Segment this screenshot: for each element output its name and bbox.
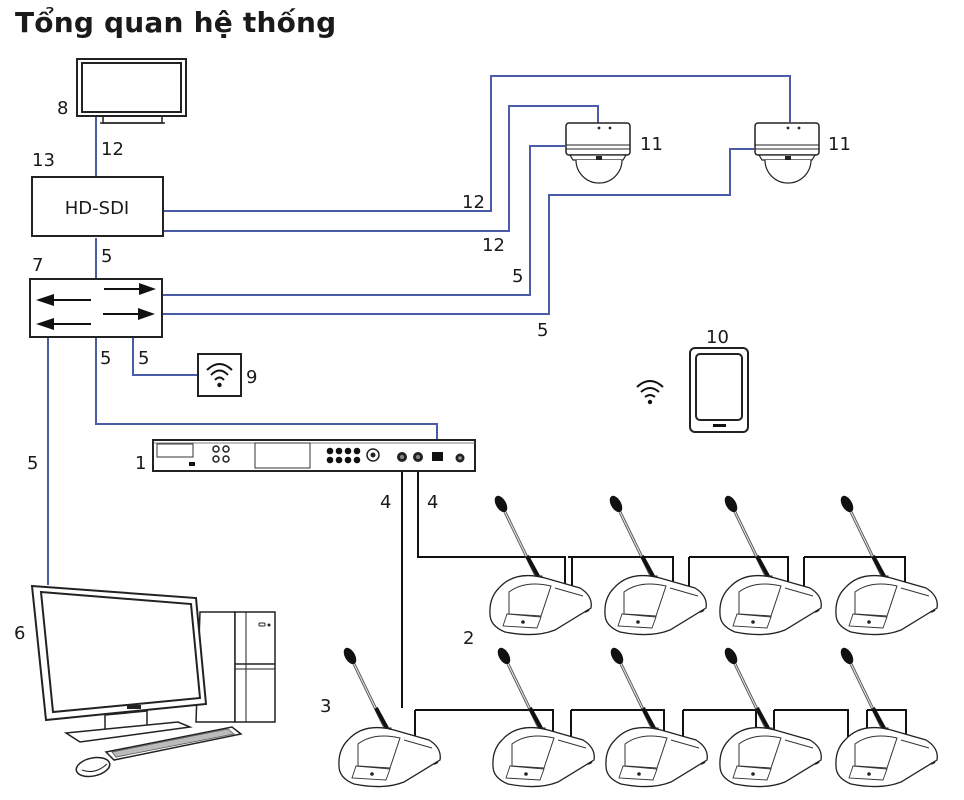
delegate-unit-icon bbox=[717, 643, 824, 789]
delegate-unit-icon bbox=[487, 491, 594, 637]
label-cable-switch-ccu: 5 bbox=[100, 348, 111, 369]
dome-camera-left-icon bbox=[565, 122, 631, 184]
tablet-icon bbox=[689, 347, 749, 433]
display-monitor-icon bbox=[76, 58, 187, 124]
chairman-unit-icon bbox=[336, 643, 443, 789]
wifi-access-point-icon bbox=[197, 353, 242, 397]
chain-bottom-1 bbox=[414, 709, 554, 740]
label-delegate-number: 2 bbox=[463, 628, 474, 649]
cable-switch-camera-right bbox=[162, 148, 754, 315]
label-camera-left-number: 11 bbox=[640, 134, 663, 155]
ip-cables bbox=[47, 75, 791, 585]
delegate-unit-icon bbox=[602, 491, 709, 637]
label-cable-switch-camera-left: 5 bbox=[512, 266, 523, 287]
cable-hdsdi-camera-left bbox=[163, 105, 599, 232]
label-cable-ccu-delegates: 4 bbox=[427, 492, 438, 513]
label-computer-number: 6 bbox=[14, 623, 25, 644]
delegate-unit-icon bbox=[603, 643, 710, 789]
label-cable-switch-wap: 5 bbox=[138, 348, 149, 369]
label-display-number: 8 bbox=[57, 98, 68, 119]
delegate-unit-icon bbox=[833, 643, 940, 789]
delegate-unit-icon bbox=[833, 491, 940, 637]
hdsdi-label: HD-SDI bbox=[65, 198, 130, 219]
delegate-unit-icon bbox=[490, 643, 597, 789]
label-cable-hdsdi-camera-right: 12 bbox=[462, 192, 485, 213]
chain-top-1 bbox=[568, 556, 674, 590]
chain-top-2 bbox=[688, 556, 789, 590]
cable-hdsdi-camera-right bbox=[163, 75, 791, 212]
hdsdi-switcher-box bbox=[31, 176, 164, 237]
cable-switch-wap bbox=[132, 337, 198, 376]
delegate-unit-icon bbox=[717, 491, 824, 637]
label-camera-right-number: 11 bbox=[828, 134, 851, 155]
label-cable-ccu-chairman: 4 bbox=[380, 492, 391, 513]
desktop-computer-icon bbox=[30, 584, 276, 778]
label-ccu-number: 1 bbox=[135, 453, 146, 474]
label-hdsdi-number: 13 bbox=[32, 150, 55, 171]
cable-ccu-delegates bbox=[417, 462, 566, 585]
label-cable-switch-camera-right: 5 bbox=[537, 320, 548, 341]
chain-top-3 bbox=[803, 556, 906, 590]
label-cable-switch-pc: 5 bbox=[27, 453, 38, 474]
network-switch-icon bbox=[29, 278, 163, 338]
chain-bottom-2 bbox=[570, 709, 665, 738]
label-cable-hdsdi-switch: 5 bbox=[101, 246, 112, 267]
central-control-unit-icon bbox=[152, 439, 476, 472]
label-tablet-number: 10 bbox=[706, 327, 729, 348]
label-switch-number: 7 bbox=[32, 255, 43, 276]
dome-camera-right-icon bbox=[754, 122, 820, 184]
cable-switch-camera-left bbox=[162, 145, 565, 296]
label-cable-display-hdsdi: 12 bbox=[101, 139, 124, 160]
wifi-signal-icon bbox=[636, 380, 664, 405]
label-chairman-number: 3 bbox=[320, 696, 331, 717]
diagram-title: Tổng quan hệ thống bbox=[15, 6, 337, 39]
cable-switch-ccu bbox=[95, 337, 438, 451]
dcn-cables bbox=[401, 462, 907, 740]
label-wap-number: 9 bbox=[246, 367, 257, 388]
label-cable-hdsdi-camera-left: 12 bbox=[482, 235, 505, 256]
